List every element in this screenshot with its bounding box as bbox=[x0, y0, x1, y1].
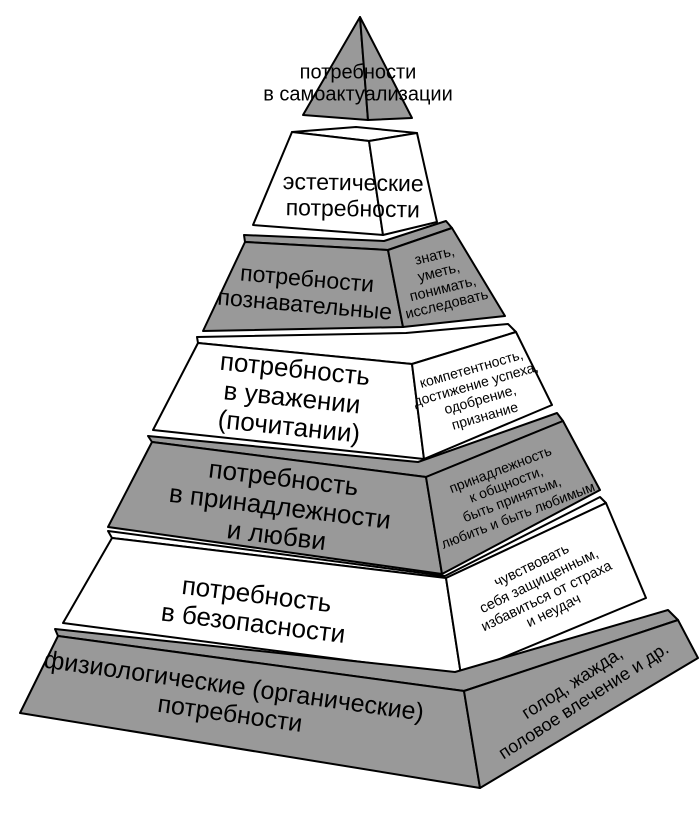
level-4-side-face bbox=[411, 331, 553, 460]
level-1-side-face bbox=[359, 16, 413, 121]
level-3-side-face bbox=[387, 227, 506, 328]
level-6-side-face bbox=[445, 502, 647, 676]
level-1-front-face bbox=[302, 16, 369, 121]
level-7-side-face bbox=[463, 619, 699, 789]
level-5-side-face bbox=[425, 420, 601, 575]
level-3-front-face bbox=[202, 241, 404, 332]
level-2-side-face bbox=[368, 132, 438, 236]
level-2-front-face bbox=[252, 131, 384, 236]
